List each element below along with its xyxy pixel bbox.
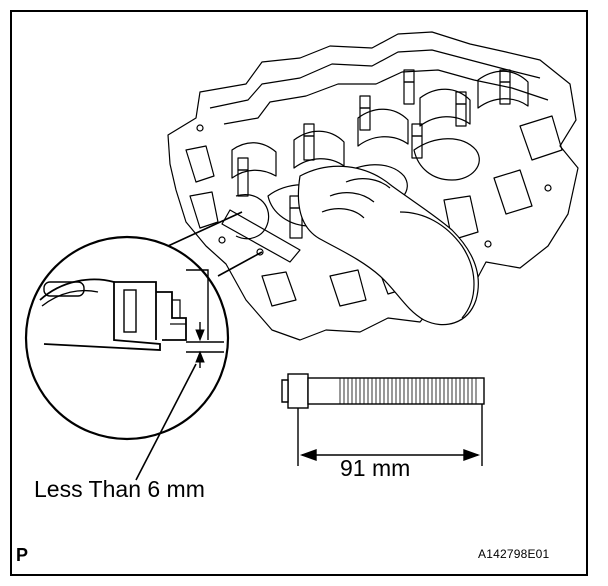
figure-code: A142798E01 xyxy=(478,547,550,561)
figure-frame xyxy=(10,10,588,576)
depth-leader-line xyxy=(135,363,197,481)
engine-block-icon xyxy=(167,31,579,341)
view-label: P xyxy=(16,545,29,565)
detail-magnifier-icon xyxy=(24,211,263,441)
connecting-rod-bolt-icon xyxy=(281,373,485,409)
length-dimension xyxy=(297,404,483,466)
depth-label: Less Than 6 mm xyxy=(34,476,205,502)
length-label: 91 mm xyxy=(340,455,411,481)
